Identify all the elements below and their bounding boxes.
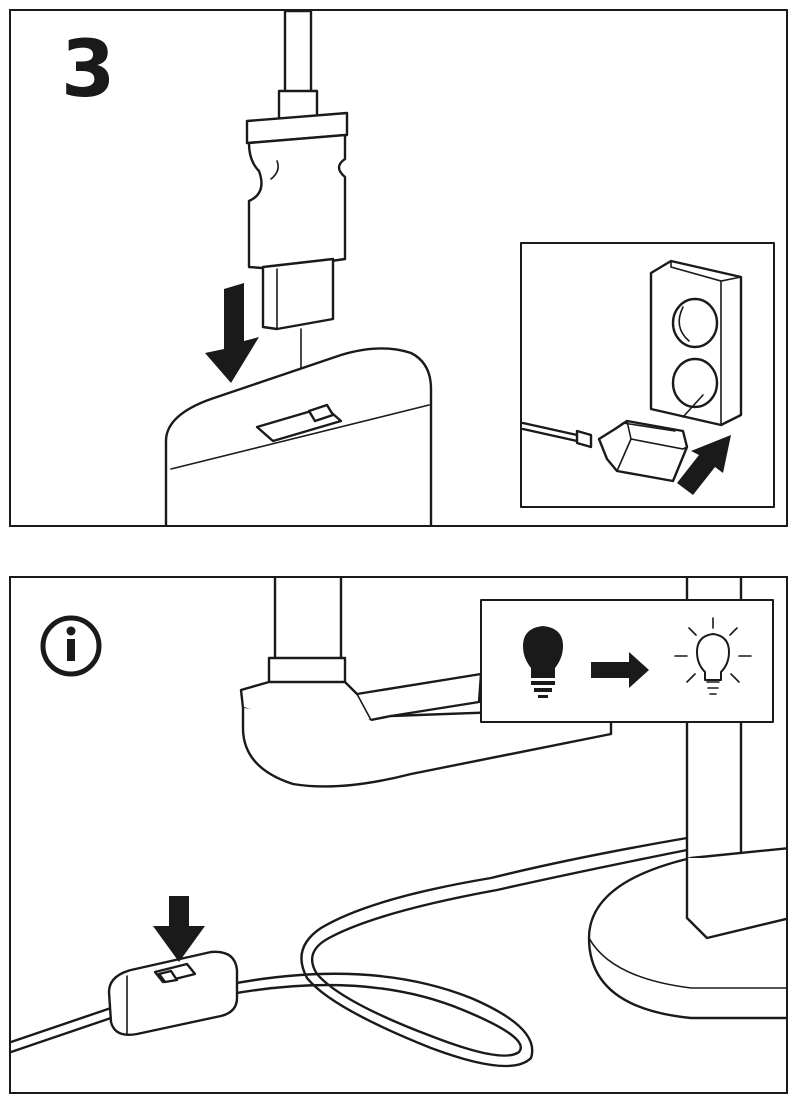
info-icon [40, 615, 102, 677]
arrow-down-icon [153, 896, 205, 962]
step-panel: 3 [9, 9, 788, 527]
light-bulb-off-icon [523, 626, 563, 698]
wall-socket-inset [521, 259, 743, 495]
light-bulb-on-icon [674, 617, 752, 695]
arrow-right-icon [591, 652, 649, 688]
step-number: 3 [61, 25, 115, 115]
arrow-down-icon [205, 283, 259, 383]
arrow-up-icon [677, 435, 731, 495]
usb-plug-illustration [164, 11, 775, 525]
info-panel [9, 576, 788, 1094]
lamp-switch-illustration [11, 578, 786, 1068]
